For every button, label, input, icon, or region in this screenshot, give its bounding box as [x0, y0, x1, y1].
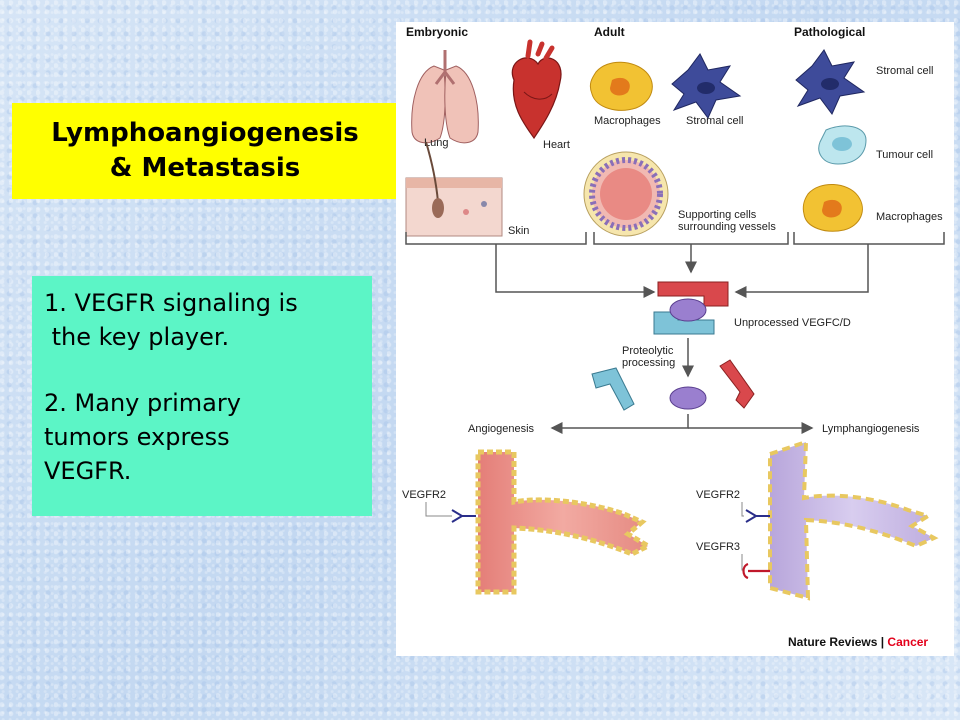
label-lymphangiogenesis: Lymphangiogenesis [822, 423, 920, 435]
point-2-line-1: 2. Many primary [44, 389, 241, 417]
vegfc-figure: Embryonic Adult Pathological Lung Heart … [396, 22, 954, 656]
label-angiogenesis: Angiogenesis [468, 423, 535, 435]
label-vegfr2-right: VEGFR2 [696, 489, 740, 501]
macrophage-adult-icon [589, 61, 653, 111]
label-vegfr3: VEGFR3 [696, 541, 740, 553]
tumour-cell-icon [818, 125, 867, 165]
label-unprocessed: Unprocessed VEGFC/D [734, 317, 851, 329]
header-adult: Adult [594, 25, 625, 39]
point-2-line-2: tumors express [44, 423, 230, 451]
leader-vegfr2-left [425, 502, 452, 517]
heart-icon [511, 39, 562, 140]
label-proteolytic-1: Proteolytic [622, 345, 674, 357]
key-points-box: 1. VEGFR signaling is the key player. 2.… [32, 276, 372, 516]
label-supporting-2: surrounding vessels [678, 221, 776, 233]
label-stromal-pathological: Stromal cell [876, 65, 933, 77]
credit-separator: | [877, 635, 887, 649]
vegfr3-receptor-icon [742, 562, 770, 580]
leader-vegfr2-right [741, 502, 744, 517]
label-supporting-1: Supporting cells [678, 209, 757, 221]
macrophage-pathological-icon [802, 184, 863, 232]
point-1-line-1: 1. VEGFR signaling is [44, 289, 298, 317]
blood-vessel-icon [475, 449, 654, 595]
vessel-cross-section-icon [583, 151, 669, 237]
label-macrophages-pathological: Macrophages [876, 211, 943, 223]
lymph-vessel-icon [768, 439, 939, 601]
label-stromal-adult: Stromal cell [686, 115, 743, 127]
vegfr2-receptor-right-icon [745, 509, 770, 523]
lung-icon [411, 50, 479, 144]
bracket-pathological [793, 232, 945, 245]
credit-section: Cancer [887, 635, 928, 649]
label-lung: Lung [424, 137, 448, 149]
skin-icon [405, 141, 503, 237]
label-tumour: Tumour cell [876, 149, 933, 161]
header-embryonic: Embryonic [406, 25, 468, 39]
point-1-line-2: the key player. [44, 323, 230, 351]
unprocessed-vegfcd-icon [653, 281, 729, 335]
stromal-pathological-icon [795, 49, 866, 115]
arrow-embryonic [495, 244, 656, 298]
label-macrophages-adult: Macrophages [594, 115, 661, 127]
arrow-pathological [734, 244, 869, 298]
vegfc-diagram: Embryonic Adult Pathological Lung Heart … [402, 25, 945, 649]
label-skin: Skin [508, 225, 529, 237]
vegfr2-receptor-left-icon [451, 509, 476, 523]
point-spacer [44, 354, 364, 386]
title-line-2: & Metastasis [109, 153, 301, 183]
figure-credit: Nature Reviews | Cancer [788, 635, 928, 649]
stromal-adult-icon [671, 53, 742, 119]
label-proteolytic-2: processing [622, 357, 675, 369]
label-vegfr2-left: VEGFR2 [402, 489, 446, 501]
point-2-line-3: VEGFR. [44, 457, 132, 485]
title-line-1: Lymphoangiogenesis [51, 118, 359, 148]
title-box: Lymphoangiogenesis & Metastasis [12, 103, 398, 199]
label-heart: Heart [543, 139, 570, 151]
header-pathological: Pathological [794, 25, 865, 39]
processed-fragments-icon [591, 359, 755, 411]
credit-journal: Nature Reviews [788, 635, 878, 649]
arrow-angiogenesis [550, 414, 689, 434]
